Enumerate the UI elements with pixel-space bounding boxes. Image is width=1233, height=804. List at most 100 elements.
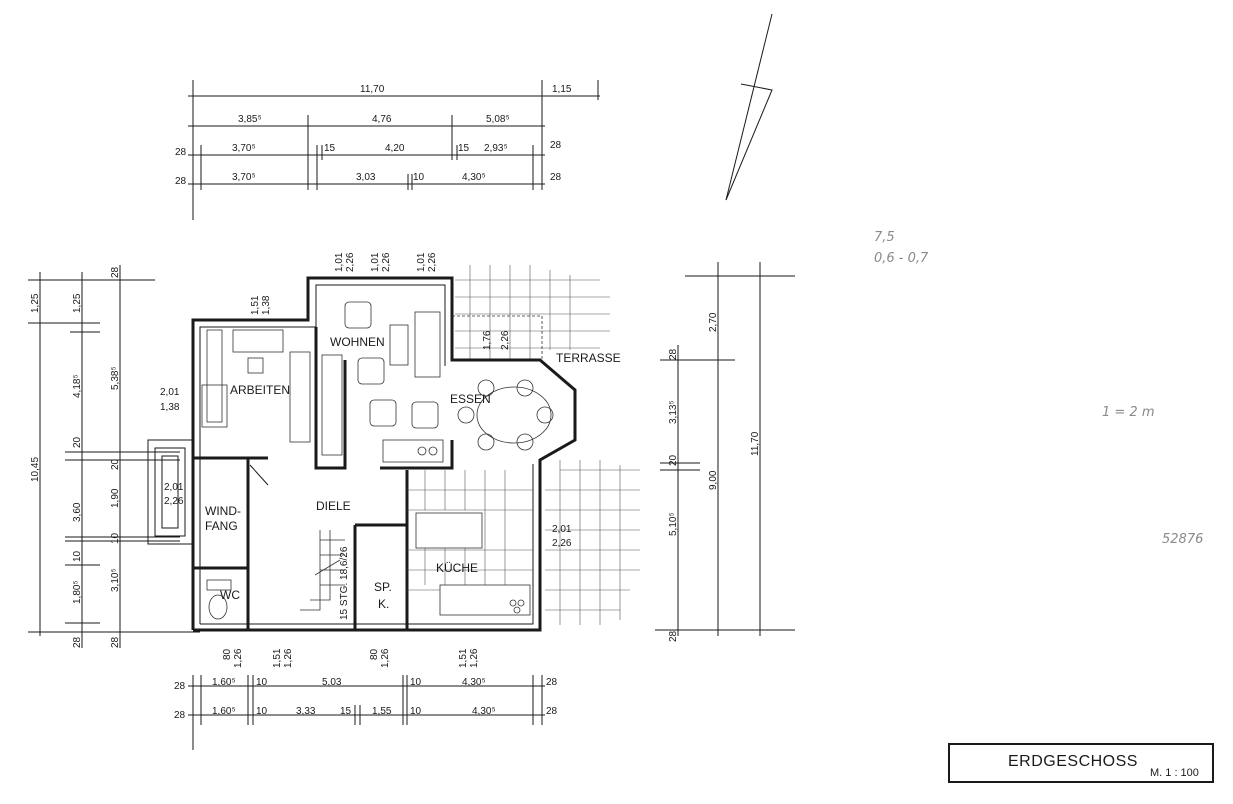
win-bottom-3a: 80 — [369, 648, 380, 660]
win-bottom-2a: 1,51 — [272, 648, 283, 668]
dim-bottom-r2-4: 3,33 — [296, 706, 316, 717]
dim-bottom-r2-9: 28 — [546, 706, 558, 717]
dim-left-r3-8: 28 — [110, 636, 121, 648]
win-windfang-left-b: 2,26 — [164, 496, 184, 507]
pencil-annotations: 7,5 0,6 - 0,7 1 = 2 m 52876 — [874, 230, 1203, 547]
dim-top-r3-7: 28 — [550, 140, 562, 151]
win-arbeiten-left-b: 1,38 — [160, 402, 180, 413]
dim-bottom-r2-8: 4,30⁵ — [472, 706, 496, 717]
top-dimension-chains: 11,70 1,15 3,85⁵ 4,76 5,08⁵ 28 3,70⁵ 15 … — [175, 80, 600, 220]
dim-left-r2-4: 3,60 — [72, 502, 83, 522]
win-arbeiten-left-a: 2,01 — [160, 387, 180, 398]
dim-top-r4-1: 28 — [175, 176, 187, 187]
dim-left-r3-7: 3,10⁵ — [110, 568, 121, 592]
room-essen: ESSEN — [450, 392, 491, 406]
dim-right-r3-3: 20 — [668, 454, 679, 466]
dim-top-extra: 1,15 — [552, 84, 572, 95]
dim-left-r2-2: 4,18⁵ — [72, 374, 83, 398]
dim-left-total: 10,45 — [30, 457, 41, 482]
dim-left-r2-3: 20 — [72, 436, 83, 448]
pencil-note-1: 7,5 — [874, 230, 895, 245]
dim-bottom-r2-3: 10 — [256, 706, 268, 717]
dim-bottom-r1-1: 28 — [174, 681, 186, 692]
left-dimension-chains: 10,45 1,25 1,25 4,18⁵ 20 3,60 10 1,80⁵ 2… — [28, 265, 200, 648]
furniture — [201, 301, 554, 620]
dim-left-r2-7: 28 — [72, 636, 83, 648]
dim-top-r4-3: 3,03 — [356, 172, 376, 183]
room-speis-line1: SP. — [374, 580, 392, 594]
dim-bottom-r1-6: 4,30⁵ — [462, 677, 486, 688]
staircase — [300, 530, 345, 611]
dim-top-r3-5: 15 — [458, 143, 470, 154]
dim-bottom-r2-6: 1,55 — [372, 706, 392, 717]
room-wohnen: WOHNEN — [330, 335, 385, 349]
dim-left-r2-1: 1,25 — [72, 293, 83, 313]
dim-left-r2-6: 1,80⁵ — [72, 580, 83, 604]
plan-title: ERDGESCHOSS — [1008, 753, 1138, 770]
dim-bottom-r1-2: 1,60⁵ — [212, 677, 236, 688]
win-bottom-1b: 1,26 — [233, 648, 244, 668]
win-wohnen-3b: 2,26 — [427, 252, 438, 272]
dim-right-total: 11,70 — [750, 431, 761, 456]
exterior-walls — [191, 276, 577, 632]
dim-top-r3-2: 3,70⁵ — [232, 143, 256, 154]
dim-top-r4-6: 28 — [550, 172, 562, 183]
win-kueche-right-b: 2,26 — [552, 538, 572, 549]
win-kueche-right-a: 2,01 — [552, 524, 572, 535]
dim-left-top-28: 28 — [110, 266, 121, 278]
win-essen-top-a: 1,76 — [482, 330, 493, 350]
dim-bottom-r1-5: 10 — [410, 677, 422, 688]
win-bottom-1a: 80 — [222, 648, 233, 660]
room-windfang-line2: FANG — [205, 519, 238, 533]
dim-top-r4-2: 3,70⁵ — [232, 172, 256, 183]
dim-right-r3-5: 28 — [668, 630, 679, 642]
dim-bottom-r1-7: 28 — [546, 677, 558, 688]
room-windfang-line1: WIND- — [205, 504, 241, 518]
dim-right-r2-1: 2,70 — [708, 312, 719, 332]
dim-left-r2-5: 10 — [72, 550, 83, 562]
win-wohnen-1a: 1,01 — [334, 252, 345, 272]
dim-top-r2-1: 3,85⁵ — [238, 114, 262, 125]
dim-right-r2-2: 9,00 — [708, 470, 719, 490]
terrace-paving — [451, 265, 640, 625]
dim-top-r3-6: 2,93⁵ — [484, 143, 508, 154]
interior-walls — [193, 327, 454, 630]
title-block: ERDGESCHOSS M. 1 : 100 — [948, 743, 1214, 783]
pencil-note-4: 52876 — [1162, 532, 1203, 547]
dim-top-r2-2: 4,76 — [372, 114, 392, 125]
pencil-note-3: 1 = 2 m — [1102, 405, 1155, 420]
dim-bottom-r2-7: 10 — [410, 706, 422, 717]
dim-top-r3-3: 15 — [324, 143, 336, 154]
dim-top-total: 11,70 — [360, 84, 385, 95]
dim-bottom-r1-4: 5,03 — [322, 677, 342, 688]
entrance-steps — [147, 439, 194, 545]
dim-top-r3-1: 28 — [175, 147, 187, 158]
win-arbeiten-top-a: 1,51 — [250, 295, 261, 315]
win-bottom-4a: 1,51 — [458, 648, 469, 668]
north-arrow-icon — [725, 13, 773, 201]
win-bottom-4b: 1,26 — [469, 648, 480, 668]
room-kueche: KÜCHE — [436, 561, 478, 575]
room-arbeiten: ARBEITEN — [230, 383, 290, 397]
dim-top-r3-4: 4,20 — [385, 143, 405, 154]
win-wohnen-3a: 1,01 — [416, 252, 427, 272]
win-bottom-2b: 1,26 — [283, 648, 294, 668]
win-wohnen-2b: 2,26 — [381, 252, 392, 272]
room-labels: ARBEITEN WOHNEN ESSEN TERRASSE DIELE WIN… — [205, 335, 621, 620]
win-wohnen-2a: 1,01 — [370, 252, 381, 272]
window-dimension-labels: 1,01 2,26 1,01 2,26 1,01 2,26 1,51 1,38 … — [160, 252, 572, 668]
dim-left-r3-5: 1,90 — [110, 488, 121, 508]
dim-bottom-r2-5: 15 — [340, 706, 352, 717]
pencil-note-2: 0,6 - 0,7 — [874, 251, 929, 266]
bottom-dimension-chains: 28 1,60⁵ 10 5,03 10 4,30⁵ 28 28 1,60⁵ 10… — [174, 675, 558, 750]
win-wohnen-1b: 2,26 — [345, 252, 356, 272]
dim-left-r3-6: 10 — [110, 532, 121, 544]
dim-bottom-r2-1: 28 — [174, 710, 186, 721]
kitchen-floor-tiles — [407, 470, 533, 591]
dim-left-r1-1: 1,25 — [30, 293, 41, 313]
room-speis-line2: K. — [378, 597, 389, 611]
dim-right-r3-4: 5,10⁵ — [668, 512, 679, 536]
win-bottom-3b: 1,26 — [380, 648, 391, 668]
room-diele: DIELE — [316, 499, 351, 513]
